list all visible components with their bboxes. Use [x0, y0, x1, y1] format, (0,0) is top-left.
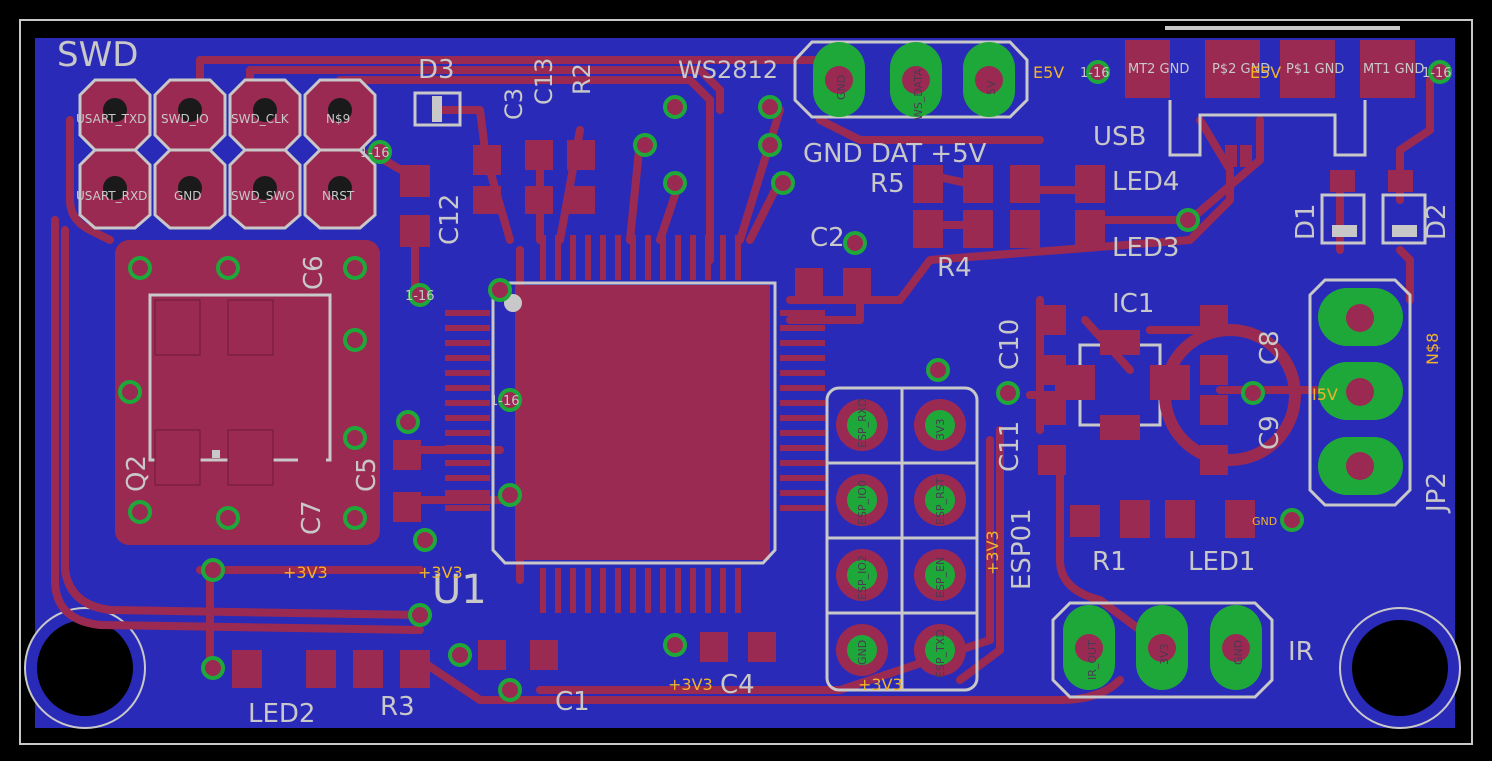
via-label: 1-16 — [405, 289, 435, 304]
esp-pin-label: ESP_RXD — [856, 398, 869, 448]
net-label-i5v: I5V — [1312, 385, 1338, 404]
usb-pad-label: MT2 GND — [1128, 62, 1189, 77]
mounting-hole-left — [24, 607, 146, 729]
ir-pin-label: 3V3 — [1158, 643, 1171, 665]
swd-pin-label: SWD_CLK — [231, 112, 290, 126]
label-q2: Q2 — [122, 455, 152, 492]
q2-crystal-block — [115, 240, 380, 545]
net-label-gnd: GND — [1252, 515, 1277, 528]
net-label-3v3: +3V3 — [983, 530, 1002, 575]
ir-connector: IR_OUT 3V3 GND — [1051, 601, 1274, 699]
label-c6: C6 — [299, 255, 329, 290]
label-ws2812: WS2812 — [678, 56, 778, 84]
esp-pin-label: ESP_IO2 — [856, 555, 869, 600]
label-led3: LED3 — [1112, 233, 1179, 263]
label-swd: SWD — [57, 35, 138, 75]
via-label: 1-16 — [360, 146, 390, 161]
label-led2: LED2 — [248, 699, 315, 729]
ws2812-connector: GND WS_DATA 5V — [793, 40, 1029, 120]
net-label-3v3: +3V3 — [418, 563, 463, 582]
label-c5: C5 — [352, 457, 382, 492]
label-esp01: ESP01 — [1007, 508, 1037, 590]
esp01-header: ESP_RXD 3V3 ESP_IO0 ESP_RST ESP_IO2 ESP_… — [825, 386, 979, 692]
usb-pad-label: P$2 GND — [1212, 62, 1270, 77]
net-label-3v3: +3V3 — [858, 675, 903, 694]
label-r5: R5 — [870, 169, 905, 199]
esp-pin-label: 3V3 — [934, 418, 947, 440]
esp-pin-label: ESP_IO0 — [856, 480, 869, 525]
esp-pin-label: ESP_EN — [934, 557, 947, 598]
label-c9: C9 — [1255, 415, 1285, 450]
label-c2: C2 — [810, 223, 845, 253]
u1-microcontroller — [445, 235, 825, 613]
label-jp2: JP2 — [1422, 472, 1452, 514]
label-c11: C11 — [995, 421, 1025, 472]
label-c13: C13 — [530, 58, 558, 105]
usb-pad-label: MT1 GND — [1363, 62, 1424, 77]
label-led1: LED1 — [1188, 547, 1255, 577]
label-r4: R4 — [937, 253, 972, 283]
ir-pin-label: GND — [1232, 640, 1245, 665]
label-c7: C7 — [297, 500, 327, 535]
label-d1: D1 — [1291, 203, 1321, 240]
label-c12: C12 — [435, 194, 465, 245]
label-usb: USB — [1093, 122, 1146, 152]
mounting-hole-right — [1339, 607, 1461, 729]
ws-pin-label: WS_DATA — [912, 68, 925, 120]
via-label: 1-16 — [490, 394, 520, 409]
jp2-jumper — [1308, 278, 1412, 507]
via-label: 1-16 — [1422, 66, 1452, 81]
swd-pin-label: SWD_SWO — [231, 189, 295, 203]
ir-pin-label: IR_OUT — [1086, 640, 1099, 680]
label-c4: C4 — [720, 670, 755, 700]
net-label-3v3: +3V3 — [283, 563, 328, 582]
net-label-n8: N$8 — [1423, 333, 1442, 365]
swd-pin-label: N$9 — [326, 112, 350, 126]
net-label-e5v: E5V — [1033, 63, 1064, 82]
label-r3: R3 — [380, 692, 415, 722]
swd-pin-label: GND — [174, 189, 202, 203]
label-ws-pins: GND DAT +5V — [803, 139, 987, 169]
ws-pin-label: GND — [835, 75, 848, 100]
board-outline — [19, 19, 1473, 745]
label-d2: D2 — [1422, 203, 1452, 240]
label-u1: U1 — [432, 567, 487, 613]
swd-pin-label: NRST — [322, 189, 355, 203]
net-label-e5v: E5V — [1250, 63, 1281, 82]
diodes — [413, 91, 1427, 245]
ws-pin-label: 5V — [985, 80, 998, 95]
label-led4: LED4 — [1112, 167, 1179, 197]
esp-pin-label: ESP_TXD — [934, 629, 947, 678]
label-c8: C8 — [1255, 330, 1285, 365]
label-c1: C1 — [555, 687, 590, 717]
swd-header: USART_TXD SWD_IO SWD_CLK N$9 USART_RXD G… — [76, 78, 377, 230]
net-label-3v3: +3V3 — [668, 675, 713, 694]
label-ic1: IC1 — [1112, 289, 1154, 319]
label-d3: D3 — [418, 55, 455, 85]
esp-pin-label: ESP_RST — [934, 477, 947, 525]
label-ir: IR — [1288, 637, 1314, 667]
swd-pin-label: USART_RXD — [76, 189, 147, 203]
label-r1: R1 — [1092, 547, 1127, 577]
label-c3: C3 — [500, 88, 528, 120]
esp-pin-label: GND — [856, 640, 869, 665]
ic1-regulator — [1055, 324, 1301, 466]
swd-pin-label: USART_TXD — [76, 112, 146, 126]
usb-connector: MT2 GND P$2 GND P$1 GND MT1 GND — [1128, 26, 1424, 157]
usb-pad-label: P$1 GND — [1286, 62, 1344, 77]
vias — [118, 60, 1452, 702]
via-label: 1-16 — [1080, 66, 1110, 81]
swd-pin-label: SWD_IO — [161, 112, 209, 126]
label-r2: R2 — [568, 63, 596, 95]
label-c10: C10 — [995, 319, 1025, 370]
